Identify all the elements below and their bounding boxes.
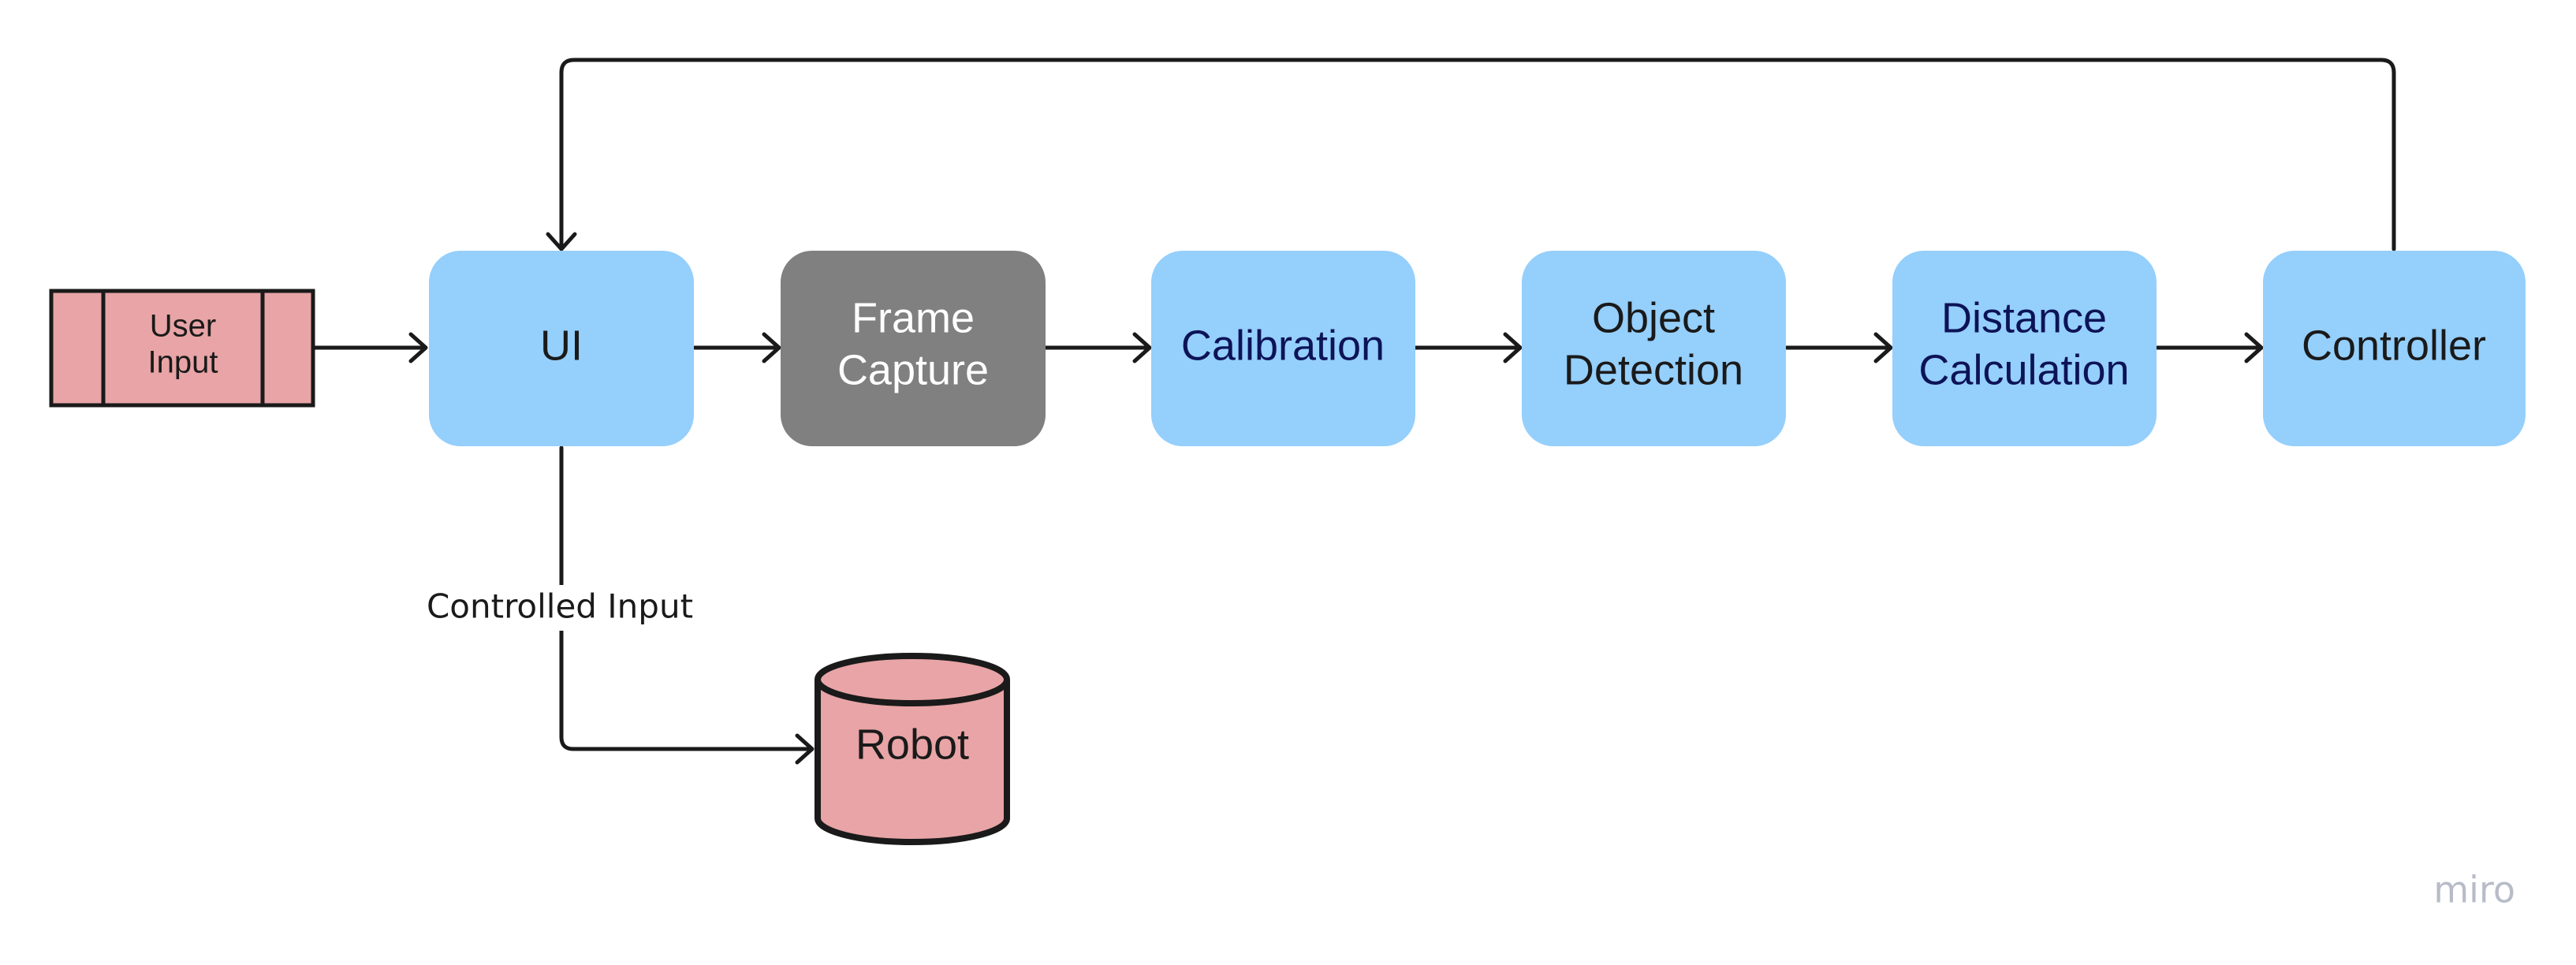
robot-label: Robot [856, 721, 969, 768]
node-distance-calculation[interactable]: Distance Calculation [1892, 251, 2157, 446]
edge-controller-ui-feedback [559, 58, 2396, 251]
node-controller[interactable]: Controller [2263, 251, 2526, 446]
frame-capture-label-line2: Capture [837, 346, 989, 393]
arrowhead-objectdetection-distancecalculation [1873, 332, 1893, 363]
arrowhead-ui-robot [795, 733, 815, 765]
edges [311, 58, 2396, 765]
object-detection-label-line1: Object [1592, 294, 1715, 341]
frame-capture-label-line1: Frame [852, 294, 975, 341]
controller-label: Controller [2302, 322, 2486, 369]
node-object-detection[interactable]: Object Detection [1522, 251, 1786, 446]
node-frame-capture[interactable]: Frame Capture [781, 251, 1046, 446]
arrowhead-calibration-objectdetection [1503, 332, 1523, 363]
node-calibration[interactable]: Calibration [1151, 251, 1415, 446]
object-detection-box [1522, 251, 1786, 446]
edge-label-background [418, 585, 705, 631]
distance-calculation-label-line2: Calculation [1918, 346, 2129, 393]
arrowhead-distancecalculation-controller [2244, 332, 2264, 363]
controller-box [2263, 251, 2526, 446]
robot-cylinder-top [815, 653, 1010, 706]
user-input-box [49, 289, 315, 408]
robot-cylinder-body [815, 680, 1010, 845]
ui-label: UI [540, 322, 583, 369]
node-ui[interactable]: UI [429, 251, 694, 446]
arrowhead-framecapture-calibration [1132, 332, 1152, 363]
arrowhead-userinput-ui [408, 332, 428, 363]
arrowhead-controller-ui [546, 232, 577, 251]
frame-capture-box [781, 251, 1046, 446]
arrowhead-ui-framecapture [762, 332, 781, 363]
user-input-label-line2: Input [148, 345, 218, 380]
object-detection-label-line2: Detection [1564, 346, 1743, 393]
user-input-label-line1: User [150, 309, 216, 344]
calibration-box [1151, 251, 1415, 446]
edge-label-controlled-input: Controlled Input [427, 587, 693, 626]
distance-calculation-box [1892, 251, 2157, 446]
ui-box [429, 251, 694, 446]
node-user-input[interactable]: User Input [49, 289, 315, 408]
edge-ui-robot [559, 445, 813, 751]
distance-calculation-label-line1: Distance [1941, 294, 2107, 341]
node-robot[interactable]: Robot [815, 653, 1010, 845]
miro-watermark: miro [2433, 869, 2515, 911]
calibration-label: Calibration [1181, 322, 1385, 369]
